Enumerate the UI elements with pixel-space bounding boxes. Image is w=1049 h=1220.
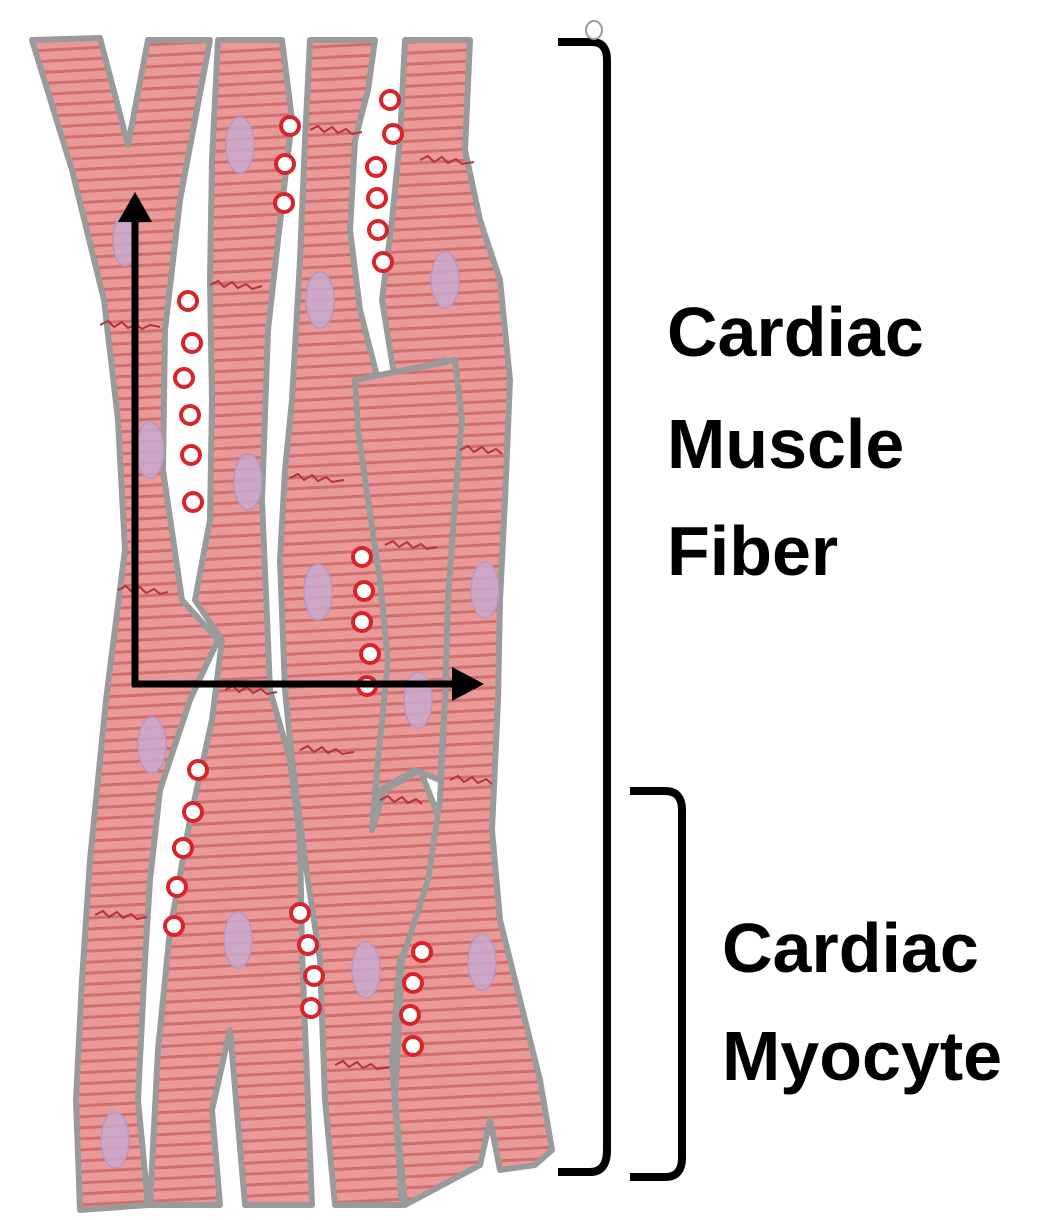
small-bracket-icon <box>630 791 682 1177</box>
red-blood-cell <box>175 369 193 387</box>
nucleus <box>468 934 496 990</box>
red-blood-cell <box>305 967 323 985</box>
red-blood-cell <box>374 253 392 271</box>
red-blood-cell <box>384 125 402 143</box>
muscle-cells <box>32 38 552 1210</box>
red-blood-cell <box>381 91 399 109</box>
red-blood-cell <box>404 1037 422 1055</box>
fiber-label: Cardiac Muscle Fiber <box>667 293 943 590</box>
red-blood-cell <box>368 189 386 207</box>
nucleus <box>431 252 459 308</box>
red-blood-cell <box>165 917 183 935</box>
red-blood-cell <box>182 446 200 464</box>
nucleus <box>306 272 334 328</box>
nucleus <box>234 454 262 510</box>
small-handle-mark <box>586 21 602 39</box>
fiber-label-line-3: Fiber <box>667 512 838 590</box>
red-blood-cell <box>361 645 379 663</box>
myocyte-label-line-2: Myocyte <box>722 1017 1002 1095</box>
red-blood-cell <box>179 292 197 310</box>
nucleus <box>352 942 380 998</box>
red-blood-cell <box>168 878 186 896</box>
nucleus <box>304 564 332 620</box>
red-blood-cell <box>401 1006 419 1024</box>
nucleus <box>471 562 499 618</box>
red-blood-cell <box>404 974 422 992</box>
red-blood-cell <box>369 221 387 239</box>
fiber-label-line-2: Muscle <box>667 405 904 483</box>
red-blood-cell <box>181 406 199 424</box>
red-blood-cell <box>353 548 371 566</box>
fiber-label-line-1: Cardiac <box>667 293 924 371</box>
red-blood-cell <box>299 936 317 954</box>
red-blood-cell <box>183 334 201 352</box>
myocyte-label-line-1: Cardiac <box>722 909 979 987</box>
red-blood-cell <box>275 194 293 212</box>
red-blood-cell <box>367 158 385 176</box>
nucleus <box>224 912 252 968</box>
red-blood-cell <box>302 999 320 1017</box>
red-blood-cell <box>276 155 294 173</box>
nucleus <box>136 422 164 478</box>
red-blood-cell <box>281 117 299 135</box>
myocyte-label: Cardiac Myocyte <box>722 909 1002 1095</box>
red-blood-cell <box>189 761 207 779</box>
red-blood-cell <box>184 493 202 511</box>
red-blood-cell <box>184 803 202 821</box>
nucleus <box>226 117 254 173</box>
nucleus <box>138 717 166 773</box>
red-blood-cell <box>174 839 192 857</box>
red-blood-cell <box>413 943 431 961</box>
nucleus <box>101 1112 129 1168</box>
red-blood-cell <box>291 904 309 922</box>
large-bracket-icon <box>558 42 607 1172</box>
nucleus <box>404 672 432 728</box>
red-blood-cell <box>353 613 371 631</box>
red-blood-cell <box>355 582 373 600</box>
